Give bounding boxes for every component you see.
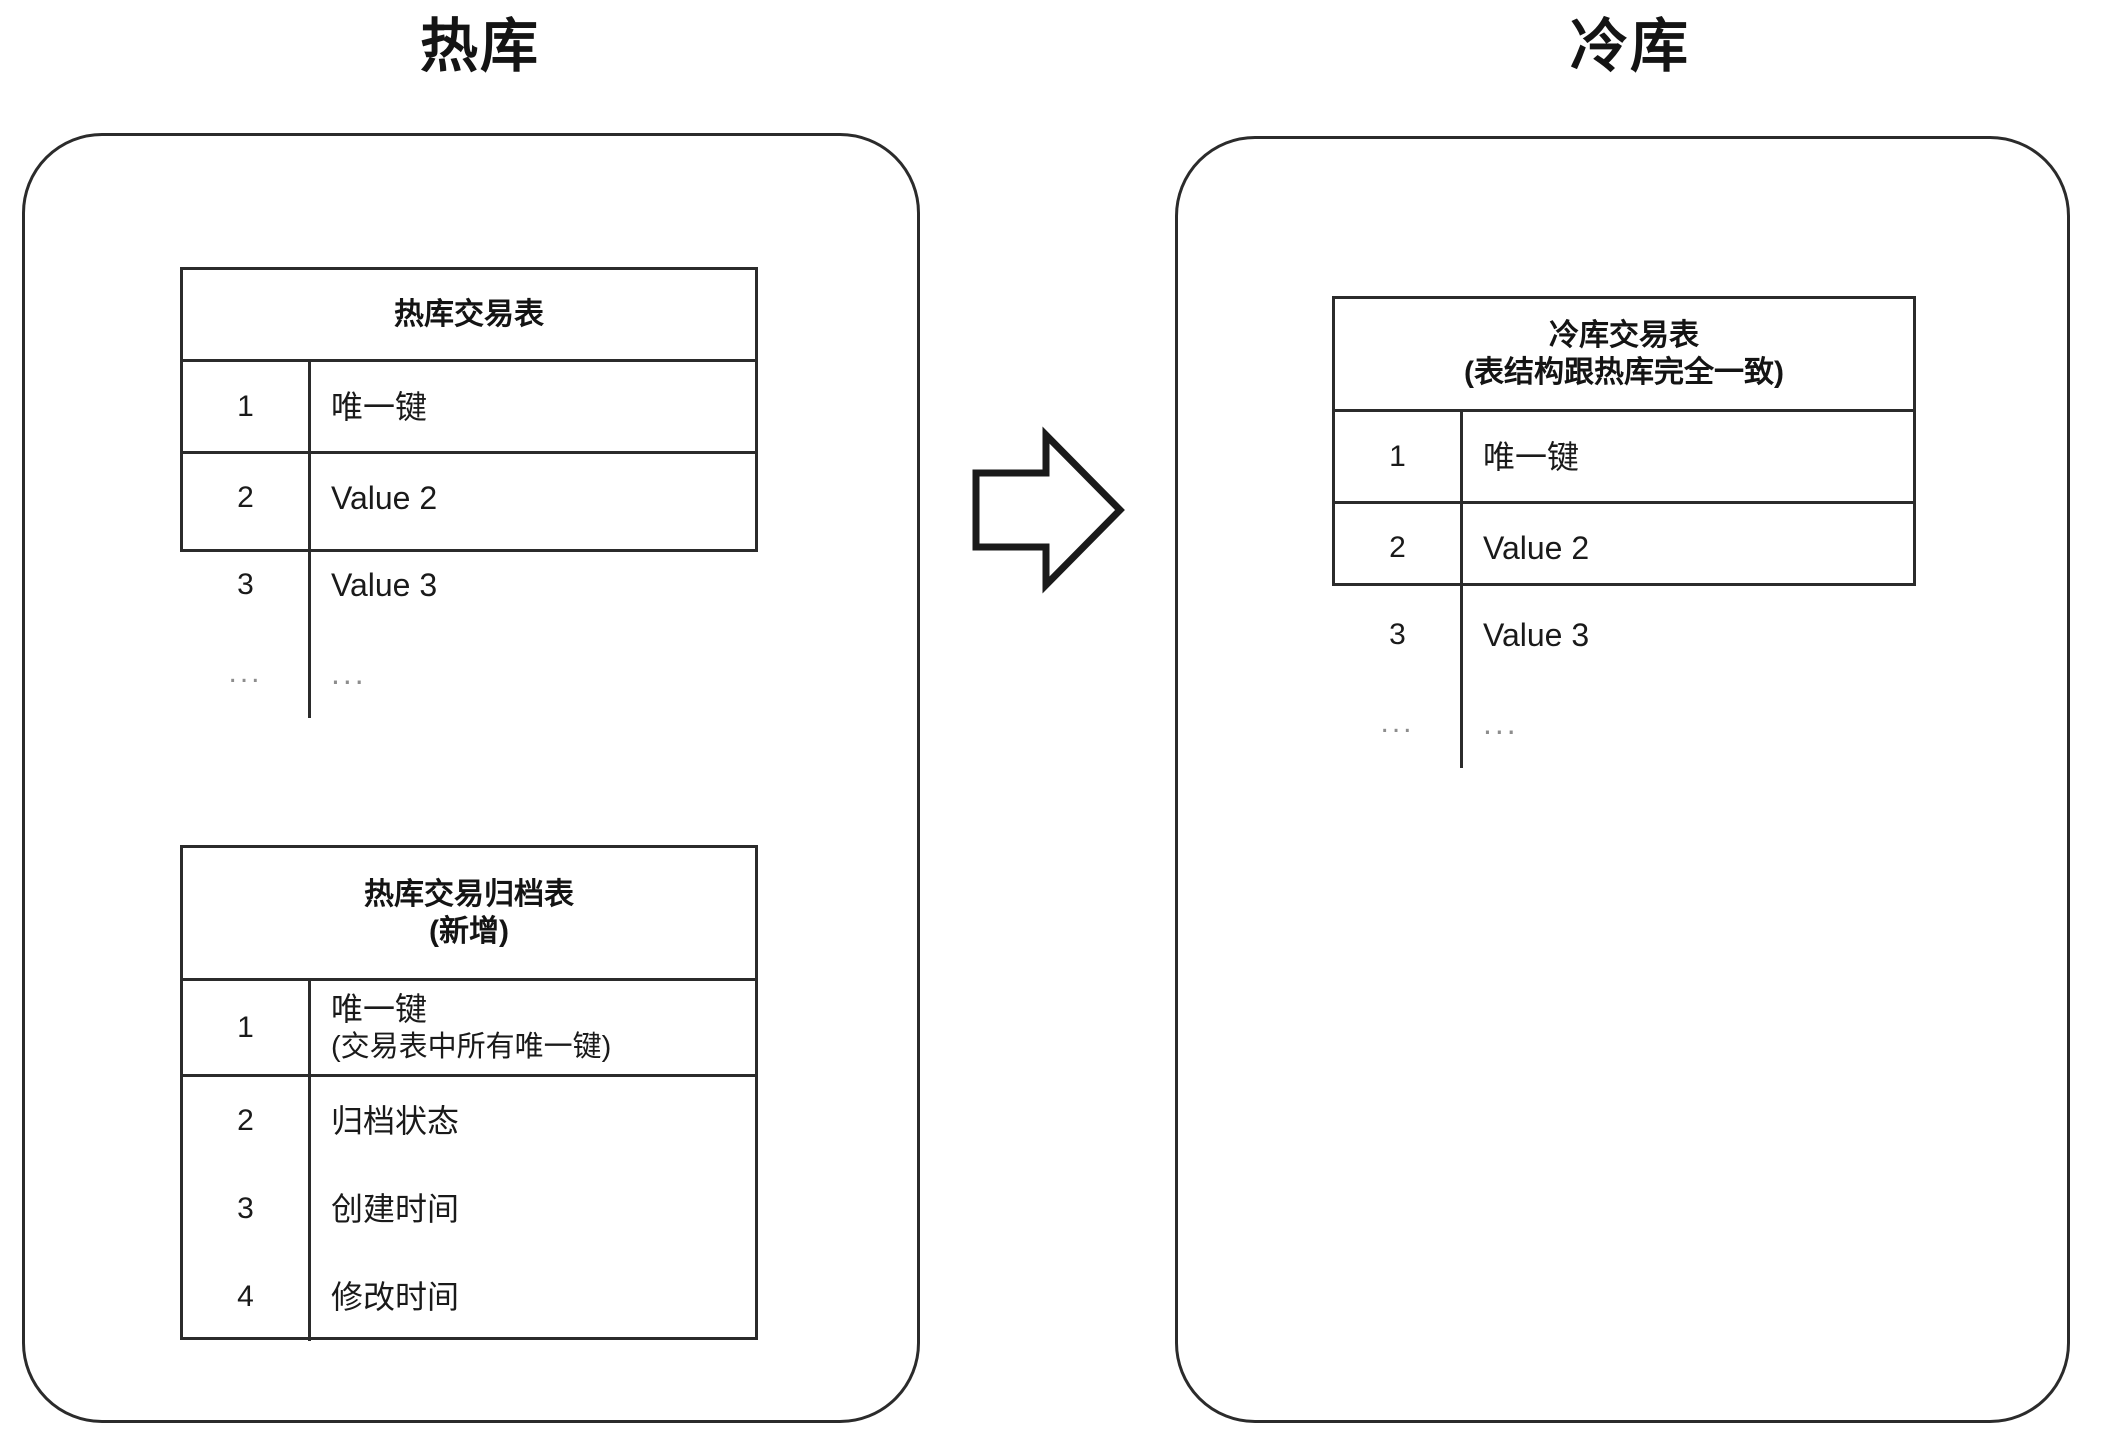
row-index: 1 <box>183 981 311 1074</box>
row-value-main: ... <box>1483 705 1519 741</box>
table-row: 1 唯一键 <box>1335 412 1913 504</box>
row-value: ... <box>311 628 755 718</box>
row-value: Value 2 <box>311 454 755 542</box>
table-row: 4 修改时间 <box>183 1253 755 1341</box>
row-index: 3 <box>183 542 311 628</box>
table-caption-main: 冷库交易表 <box>1549 318 1699 352</box>
table-caption-sub: (表结构跟热库完全一致) <box>1464 355 1784 389</box>
row-value: Value 3 <box>1463 592 1913 678</box>
right-block-arrow-icon <box>972 426 1125 594</box>
table-row: ... ... <box>183 628 755 718</box>
row-value: Value 2 <box>1463 504 1913 592</box>
table-caption: 热库交易归档表 (新增) <box>183 848 755 981</box>
row-index: 3 <box>183 1165 311 1253</box>
row-index: 2 <box>1335 504 1463 592</box>
row-value: 唯一键 <box>311 362 755 451</box>
table-body: 1 唯一键 (交易表中所有唯一键) 2 归档状态 3 创建时间 4 <box>183 981 755 1341</box>
table-caption-main: 热库交易归档表 <box>364 877 574 911</box>
row-value-main: 创建时间 <box>331 1191 460 1227</box>
hot-transaction-table: 热库交易表 1 唯一键 2 Value 2 3 Value 3 <box>180 267 758 718</box>
row-index: 2 <box>183 1077 311 1165</box>
cold-store-title: 冷库 <box>1569 14 1690 79</box>
row-value-main: 修改时间 <box>331 1279 460 1315</box>
row-value: ... <box>1463 678 1913 768</box>
row-value-main: Value 2 <box>331 480 438 516</box>
row-index: 4 <box>183 1253 311 1341</box>
hot-archive-table: 热库交易归档表 (新增) 1 唯一键 (交易表中所有唯一键) 2 归档状态 3 <box>180 845 758 1341</box>
table-row: 1 唯一键 (交易表中所有唯一键) <box>183 981 755 1077</box>
row-value-main: 归档状态 <box>331 1103 460 1139</box>
table-row: 2 归档状态 <box>183 1077 755 1165</box>
table-caption-main: 热库交易表 <box>394 297 544 331</box>
row-value: 归档状态 <box>311 1077 755 1165</box>
table-row: ... ... <box>1335 678 1913 768</box>
row-index: ... <box>1335 678 1463 768</box>
row-value-main: 唯一键 <box>1483 438 1580 475</box>
row-value-main: Value 2 <box>1483 530 1590 566</box>
row-value: 创建时间 <box>311 1165 755 1253</box>
row-index: 1 <box>183 362 311 451</box>
table-caption-sub: (新增) <box>429 914 509 948</box>
table-caption: 冷库交易表 (表结构跟热库完全一致) <box>1335 299 1913 412</box>
row-index: 2 <box>183 454 311 542</box>
row-value-main: 唯一键 <box>331 388 428 425</box>
row-value: 修改时间 <box>311 1253 755 1341</box>
row-value-sub: (交易表中所有唯一键) <box>331 1031 612 1064</box>
table-row: 2 Value 2 <box>183 454 755 542</box>
table-row: 1 唯一键 <box>183 362 755 454</box>
cold-transaction-table: 冷库交易表 (表结构跟热库完全一致) 1 唯一键 2 Value 2 3 Val… <box>1332 296 1916 768</box>
table-row: 3 Value 3 <box>1335 592 1913 678</box>
table-row: 3 Value 3 <box>183 542 755 628</box>
table-row: 3 创建时间 <box>183 1165 755 1253</box>
table-caption: 热库交易表 <box>183 270 755 362</box>
row-value: 唯一键 <box>1463 412 1913 501</box>
row-value-main: 唯一键 <box>331 991 428 1028</box>
row-index: 1 <box>1335 412 1463 501</box>
table-body: 1 唯一键 2 Value 2 3 Value 3 ... . <box>1335 412 1913 768</box>
hot-store-title: 热库 <box>419 14 540 79</box>
row-value-main: Value 3 <box>1483 617 1590 653</box>
row-index: 3 <box>1335 592 1463 678</box>
row-value-main: ... <box>331 655 367 691</box>
row-index: ... <box>183 628 311 718</box>
row-value: Value 3 <box>311 542 755 628</box>
row-value: 唯一键 (交易表中所有唯一键) <box>311 981 755 1074</box>
row-value-main: Value 3 <box>331 567 438 603</box>
table-row: 2 Value 2 <box>1335 504 1913 592</box>
table-body: 1 唯一键 2 Value 2 3 Value 3 ... . <box>183 362 755 718</box>
